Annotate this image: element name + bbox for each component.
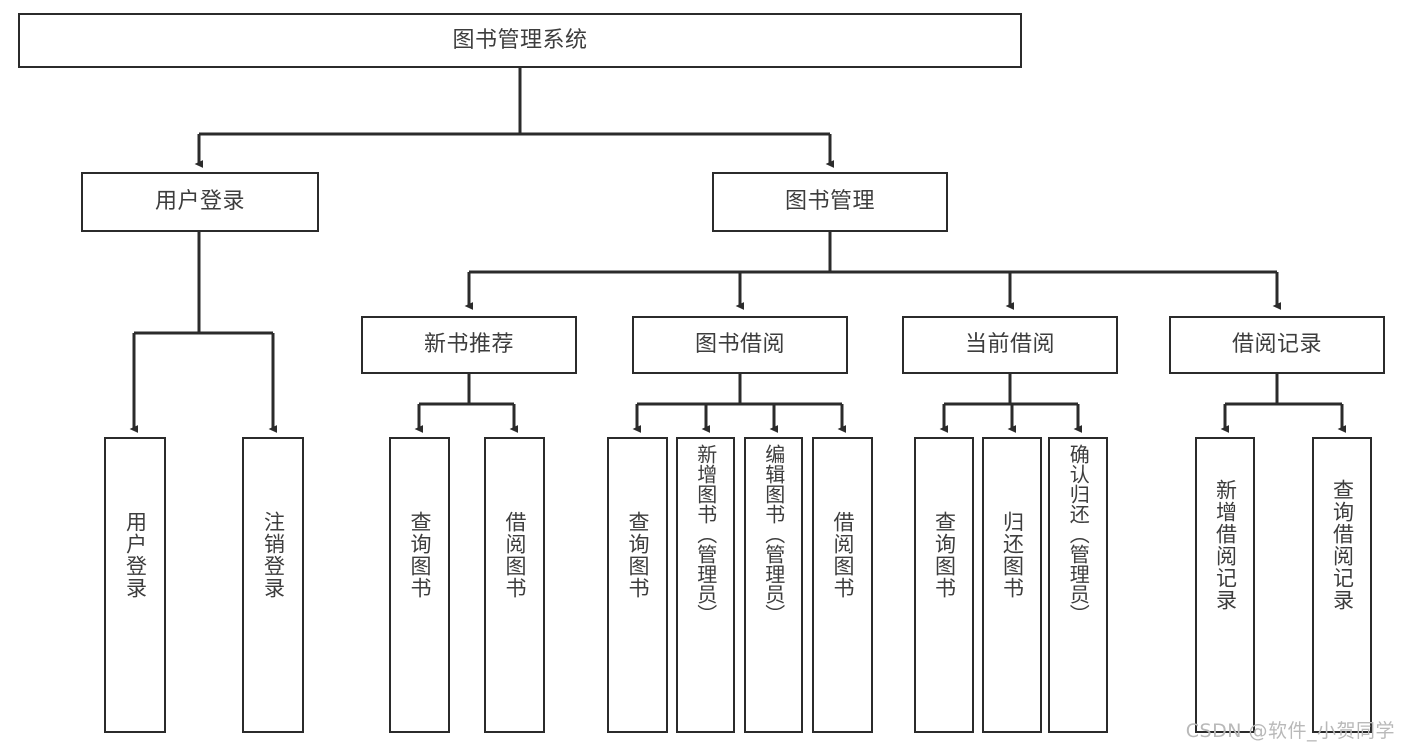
node-label: 图书借阅 — [694, 332, 785, 358]
node-label: 查询借阅记录 — [1330, 479, 1355, 611]
node-label: 用户登录 — [154, 189, 245, 215]
node-leaf-add-borrow-record[interactable]: 新增借阅记录 — [1195, 437, 1255, 733]
node-leaf-query-book-current[interactable]: 查询图书 — [914, 437, 974, 733]
node-root-book-management-system[interactable]: 图书管理系统 — [18, 13, 1022, 68]
node-label: 归还图书 — [1000, 511, 1025, 599]
node-label: 编辑图书（管理员） — [761, 444, 786, 624]
node-new-book-recommendation[interactable]: 新书推荐 — [361, 316, 577, 374]
node-label: 新增图书（管理员） — [693, 444, 718, 624]
node-label: 借阅图书 — [830, 511, 855, 599]
node-book-management[interactable]: 图书管理 — [712, 172, 948, 232]
node-label: 查询图书 — [407, 511, 432, 599]
node-label: 图书管理系统 — [452, 27, 588, 53]
node-leaf-confirm-return-admin[interactable]: 确认归还（管理员） — [1048, 437, 1108, 733]
node-label: 借阅记录 — [1231, 332, 1322, 358]
node-current-borrowing[interactable]: 当前借阅 — [902, 316, 1118, 374]
node-leaf-edit-book-admin[interactable]: 编辑图书（管理员） — [744, 437, 803, 733]
node-leaf-user-login[interactable]: 用户登录 — [104, 437, 166, 733]
node-label: 图书管理 — [784, 189, 875, 215]
node-label: 新增借阅记录 — [1213, 479, 1238, 611]
node-leaf-query-borrow-record[interactable]: 查询借阅记录 — [1312, 437, 1372, 733]
node-label: 查询图书 — [932, 511, 957, 599]
node-leaf-return-book[interactable]: 归还图书 — [982, 437, 1042, 733]
node-label: 新书推荐 — [423, 332, 514, 358]
node-leaf-query-book-borrow[interactable]: 查询图书 — [607, 437, 668, 733]
node-label: 借阅图书 — [502, 511, 527, 599]
node-label: 用户登录 — [123, 511, 148, 599]
node-label: 确认归还（管理员） — [1066, 444, 1091, 624]
watermark-text: CSDN @软件_小贺同学 — [1185, 720, 1395, 742]
node-label: 查询图书 — [625, 511, 650, 599]
node-leaf-logout[interactable]: 注销登录 — [242, 437, 304, 733]
node-label: 注销登录 — [261, 511, 286, 599]
node-leaf-borrow-book-new[interactable]: 借阅图书 — [484, 437, 545, 733]
node-book-borrowing[interactable]: 图书借阅 — [632, 316, 848, 374]
node-borrowing-record[interactable]: 借阅记录 — [1169, 316, 1385, 374]
node-leaf-borrow-book[interactable]: 借阅图书 — [812, 437, 873, 733]
node-user-login[interactable]: 用户登录 — [81, 172, 319, 232]
node-leaf-add-book-admin[interactable]: 新增图书（管理员） — [676, 437, 735, 733]
node-label: 当前借阅 — [964, 332, 1055, 358]
node-leaf-query-book-new[interactable]: 查询图书 — [389, 437, 450, 733]
